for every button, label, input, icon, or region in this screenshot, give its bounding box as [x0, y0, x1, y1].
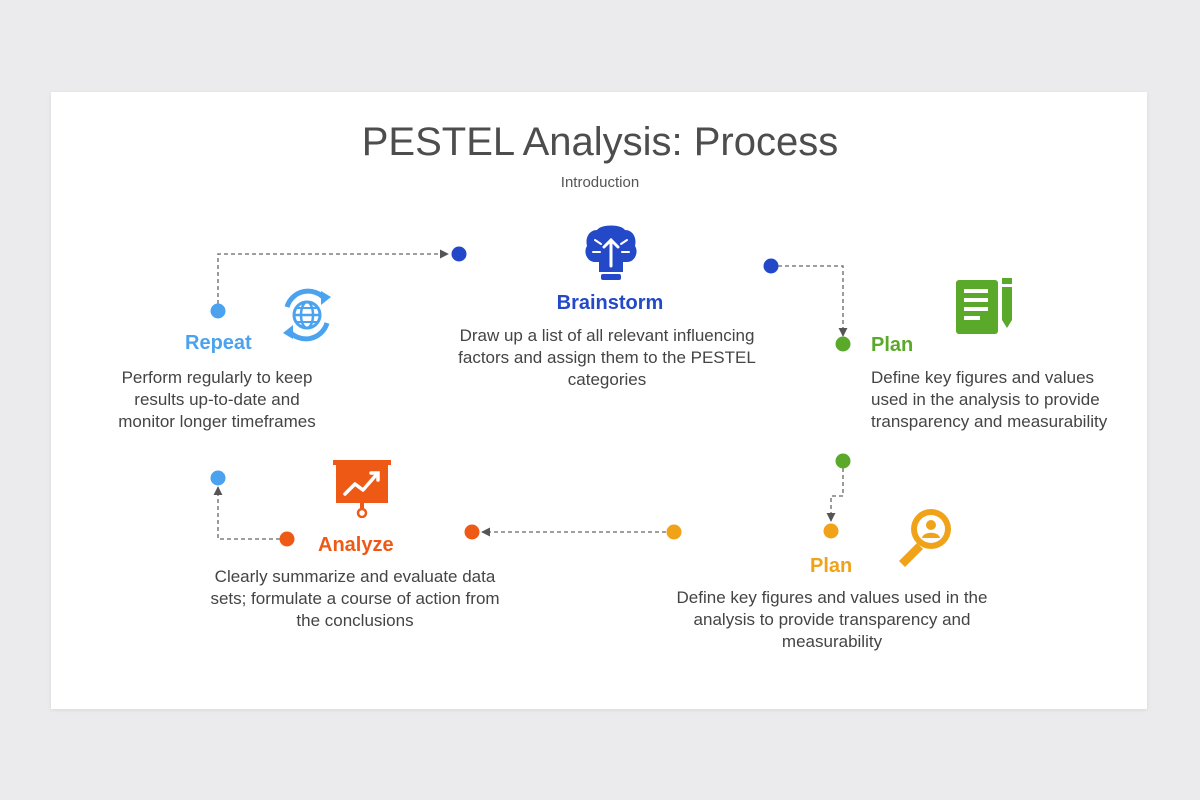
plan2-description: Define key figures and values used in th…: [676, 588, 988, 651]
repeat-label: Repeat: [185, 332, 252, 354]
brainstorm-description: Draw up a list of all relevant influenci…: [458, 326, 756, 389]
plan2-label: Plan: [810, 555, 853, 577]
analyze-label: Analyze: [318, 534, 394, 556]
plan1-label: Plan: [871, 334, 914, 356]
plan1-description: Define key figures and values used in th…: [871, 368, 1108, 431]
presentation-chart-icon: [333, 460, 391, 519]
document-pen-icon: [956, 278, 1014, 336]
magnifier-person-icon: [893, 507, 955, 567]
brain-bulb-icon: [583, 222, 639, 282]
brainstorm-label: Brainstorm: [556, 292, 664, 314]
globe-refresh-icon: [277, 285, 337, 345]
analyze-description: Clearly summarize and evaluate data sets…: [210, 567, 500, 630]
slide-card: [51, 92, 1147, 709]
repeat-description: Perform regularly to keep results up-to-…: [118, 368, 316, 431]
page-title: PESTEL Analysis: Process: [361, 120, 839, 164]
page-subtitle: Introduction: [560, 174, 640, 191]
